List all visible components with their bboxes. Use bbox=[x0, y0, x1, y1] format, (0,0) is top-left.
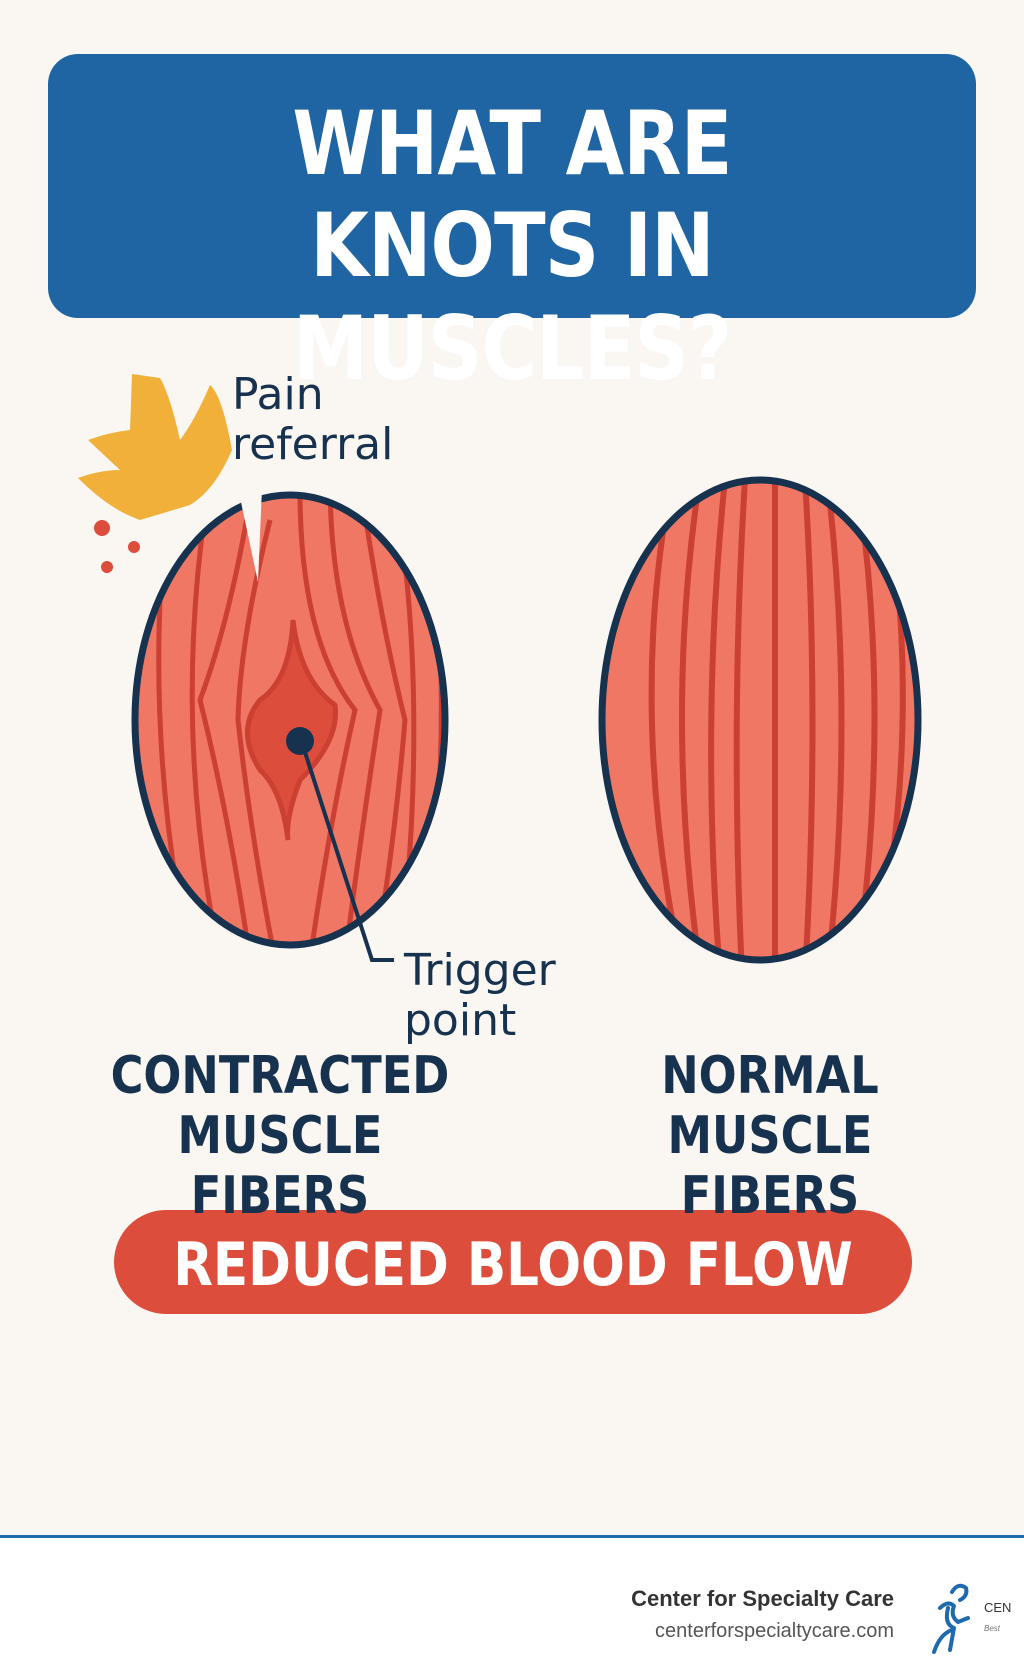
reduced-blood-flow-text: REDUCED BLOOD FLOW bbox=[173, 1230, 853, 1300]
pain-referral-label: Pain referral bbox=[232, 370, 393, 470]
pain-dot bbox=[128, 541, 140, 553]
contracted-caption-line-1: CONTRACTED bbox=[110, 1046, 450, 1106]
title-banner: WHAT ARE KNOTS IN MUSCLES? bbox=[48, 54, 976, 400]
normal-caption-line-2: MUSCLE FIBERS bbox=[667, 1106, 873, 1226]
trigger-point-label: Trigger point bbox=[404, 946, 556, 1046]
logo-tagline: Best bbox=[984, 1624, 1001, 1633]
title-line-1: WHAT ARE bbox=[292, 92, 732, 195]
logo-text: CEN bbox=[984, 1600, 1012, 1615]
trigger-point-line-1: Trigger bbox=[404, 945, 556, 996]
runner-icon bbox=[932, 1583, 970, 1654]
normal-caption: NORMAL MUSCLE FIBERS bbox=[581, 1046, 959, 1226]
contracted-muscle bbox=[131, 488, 449, 949]
footer: Center for Specialty Care centerforspeci… bbox=[0, 1538, 1024, 1666]
trigger-point-leader bbox=[301, 745, 394, 962]
contracted-caption-line-2: MUSCLE FIBERS bbox=[177, 1106, 383, 1226]
pain-referral-line-2: referral bbox=[232, 419, 394, 470]
pain-burst-icon bbox=[78, 374, 232, 520]
pain-dot bbox=[101, 561, 113, 573]
reduced-blood-flow-banner: REDUCED BLOOD FLOW bbox=[114, 1210, 912, 1314]
pain-referral-line-1: Pain bbox=[232, 369, 324, 420]
pain-dot bbox=[94, 520, 110, 536]
contracted-caption: CONTRACTED MUSCLE FIBERS bbox=[91, 1046, 469, 1226]
org-url[interactable]: centerforspecialtycare.com bbox=[655, 1620, 894, 1642]
footer-divider bbox=[0, 1535, 1024, 1538]
trigger-point-dot bbox=[286, 727, 314, 755]
normal-muscle bbox=[598, 476, 922, 964]
runner-logo: CEN Best bbox=[924, 1578, 1024, 1658]
normal-caption-line-1: NORMAL bbox=[661, 1046, 879, 1106]
muscle-diagram bbox=[78, 374, 922, 964]
title-line-2: KNOTS IN MUSCLES? bbox=[292, 194, 732, 400]
org-name: Center for Specialty Care bbox=[631, 1586, 894, 1611]
trigger-point-line-2: point bbox=[404, 995, 517, 1046]
